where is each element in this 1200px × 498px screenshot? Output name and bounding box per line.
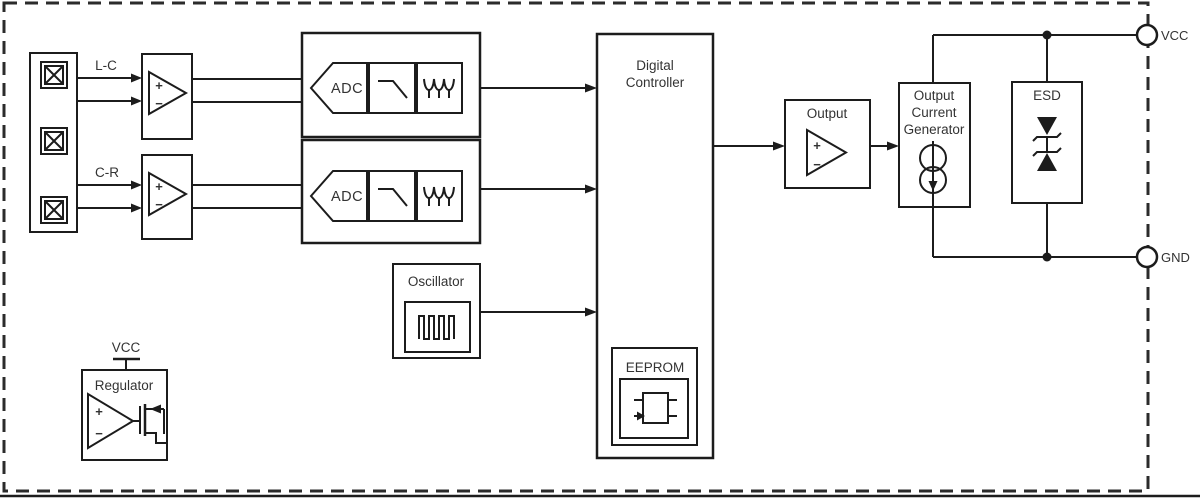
ocg-label-line3: Generator	[904, 122, 965, 137]
opamp-plus: +	[813, 138, 821, 153]
hall-plate-icon	[40, 61, 68, 89]
vcc-pin-circle	[1135, 23, 1159, 47]
arrowhead	[585, 307, 597, 317]
adc-label: ADC	[331, 81, 363, 97]
coil-filter-icon	[423, 78, 455, 98]
digital-controller-label-line1: Digital	[636, 58, 674, 73]
output-label: Output	[807, 106, 848, 121]
output-stage: Output + −	[784, 99, 871, 189]
arrowhead	[131, 96, 142, 106]
opamp-minus: −	[155, 96, 163, 111]
opamp-plus: +	[155, 78, 163, 93]
output-box	[784, 99, 871, 189]
lowpass-filter-box	[368, 62, 416, 114]
amplifier-box	[141, 53, 193, 140]
ocg-label-line1: Output	[914, 88, 955, 103]
arrowhead	[887, 141, 899, 151]
junction-dot	[1042, 252, 1052, 262]
vcc-terminal-label: VCC	[1161, 28, 1188, 43]
eeprom: EEPROM	[611, 347, 698, 446]
oscillator: Oscillator	[392, 263, 481, 359]
controller-output-wire	[713, 141, 785, 151]
vcc-terminal: VCC	[1135, 23, 1188, 47]
esd-label: ESD	[1033, 88, 1061, 103]
amplifier-bottom: + −	[141, 154, 193, 240]
controller-input-wires	[480, 83, 597, 317]
opamp-plus: +	[155, 179, 163, 194]
arrowhead	[585, 184, 597, 194]
adc-pentagon	[309, 62, 368, 114]
digital-controller-label-line2: Controller	[626, 75, 685, 90]
opamp-icon	[148, 70, 189, 116]
opamp-icon	[806, 128, 849, 177]
coil-filter-box	[416, 170, 463, 222]
gnd-terminal: GND	[1135, 245, 1190, 269]
arrowhead	[131, 203, 142, 213]
lowpass-filter-icon	[378, 188, 408, 207]
oscillator-inner-box	[404, 301, 471, 353]
hall-plate-icon	[40, 127, 68, 155]
regulator-label: Regulator	[95, 378, 154, 393]
regulator-vcc-label: VCC	[112, 340, 141, 355]
lowpass-filter-icon	[378, 80, 408, 99]
junction-dot	[1042, 30, 1052, 40]
output-current-generator: Output Current Generator	[898, 82, 971, 208]
signal-label-lc: L-C	[95, 58, 117, 73]
mosfet-icon	[133, 404, 166, 444]
arrowhead	[131, 73, 142, 83]
digital-controller: Digital Controller EEPROM	[595, 32, 715, 460]
eeprom-label: EEPROM	[626, 360, 685, 375]
output-to-ocg-wire	[870, 141, 899, 151]
sensor-wires: L-C C-R	[77, 58, 142, 213]
coil-filter-box	[416, 62, 463, 114]
opamp-icon	[87, 392, 135, 450]
signal-chain-bottom: ADC	[300, 138, 482, 245]
lowpass-filter-box	[368, 170, 416, 222]
adc-pentagon	[309, 170, 368, 222]
gnd-terminal-label: GND	[1161, 250, 1190, 265]
opamp-plus: +	[95, 404, 103, 419]
coil-filter-icon	[423, 186, 455, 206]
amplifier-top: + −	[141, 53, 193, 140]
regulator: VCC Regulator + −	[81, 340, 168, 461]
oscillator-label: Oscillator	[408, 274, 465, 289]
opamp-minus: −	[155, 197, 163, 212]
arrowhead	[585, 83, 597, 93]
signal-label-cr: C-R	[95, 165, 119, 180]
zener-diodes-icon	[1032, 117, 1062, 171]
hall-plate-icon	[40, 196, 68, 224]
opamp-icon	[148, 171, 189, 217]
square-wave-icon	[418, 315, 455, 340]
gnd-pin-circle	[1135, 245, 1159, 269]
arrowhead	[131, 180, 142, 190]
ocg-label-line2: Current	[911, 105, 956, 120]
arrowhead	[773, 141, 785, 151]
opamp-minus: −	[813, 157, 821, 172]
eeprom-chip-icon	[634, 392, 677, 424]
esd-protection: ESD	[1011, 81, 1083, 204]
sensor-array	[29, 52, 78, 233]
amplifier-box	[141, 154, 193, 240]
current-source-icon	[919, 141, 947, 207]
signal-chain-top: ADC	[300, 31, 482, 139]
opamp-minus: −	[95, 426, 103, 441]
adc-label: ADC	[331, 189, 363, 205]
